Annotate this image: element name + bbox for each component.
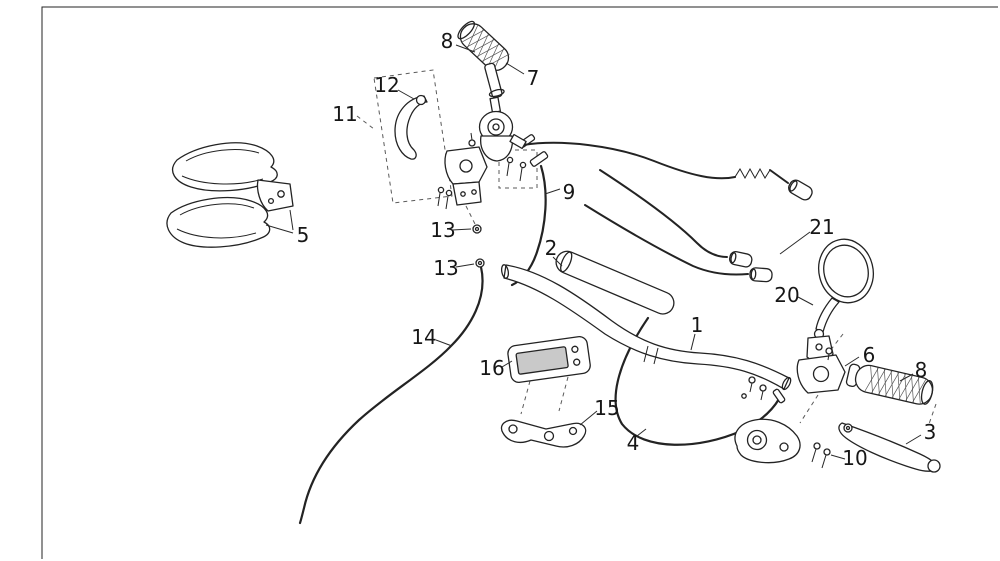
label-short-cable: 9: [563, 180, 576, 204]
part-throttle-tube: [484, 62, 505, 114]
label-lever-assembly: 11: [332, 102, 357, 126]
label-throttle-grip: 8: [441, 29, 454, 53]
label-meter-unit: 16: [479, 356, 504, 380]
label-lever-holder: 10: [842, 446, 867, 470]
part-meter-bracket: [500, 419, 587, 448]
part-cable-caps: [522, 141, 813, 283]
part-handguard-bracket: [256, 179, 294, 212]
leader-lines: [265, 44, 922, 460]
part-crossbar-pad: [555, 250, 675, 315]
label-crossbar-pad: 2: [545, 236, 558, 260]
label-clutch-lever: 12: [374, 73, 399, 97]
label-cable-caps: 21: [809, 215, 834, 239]
part-lever-perch: [796, 347, 846, 394]
part-handguard-upper: [172, 142, 278, 192]
part-handguard-lower: [166, 196, 271, 248]
part-mirror: [804, 238, 874, 381]
part-clutch-lever: [394, 94, 488, 210]
part-lever-holder: [734, 418, 831, 469]
part-brake-lever: [838, 422, 941, 473]
label-handlebar: 1: [691, 313, 704, 337]
part-long-cable: [298, 265, 484, 525]
part-labels: 8 7 12 11 9 13 2 13 5 1 14 16 21 20 6 8 …: [297, 29, 937, 470]
label-hand-guards: 5: [297, 223, 310, 247]
label-right-grip: 8: [915, 358, 928, 382]
part-right-grip: [845, 363, 934, 405]
label-meter-bracket: 15: [594, 396, 619, 420]
part-throttle-housing: [478, 110, 527, 182]
label-throttle-tube: 7: [527, 66, 540, 90]
page-border: [41, 6, 998, 559]
label-screw-upper: 13: [430, 218, 455, 242]
part-screw-lower: [475, 258, 485, 268]
label-mirror: 20: [774, 283, 799, 307]
part-short-cable: [510, 134, 549, 287]
part-handlebar: [500, 264, 792, 401]
part-screw-upper: [472, 224, 482, 234]
label-brake-lever: 3: [924, 420, 937, 444]
label-lever-perch: 6: [863, 343, 876, 367]
construction-lines: [373, 69, 937, 425]
part-meter-unit: [507, 335, 591, 383]
label-throttle-cable: 4: [627, 431, 640, 455]
label-screw-lower: 13: [433, 256, 458, 280]
part-throttle-grip: [457, 20, 510, 72]
label-long-cable: 14: [411, 325, 436, 349]
